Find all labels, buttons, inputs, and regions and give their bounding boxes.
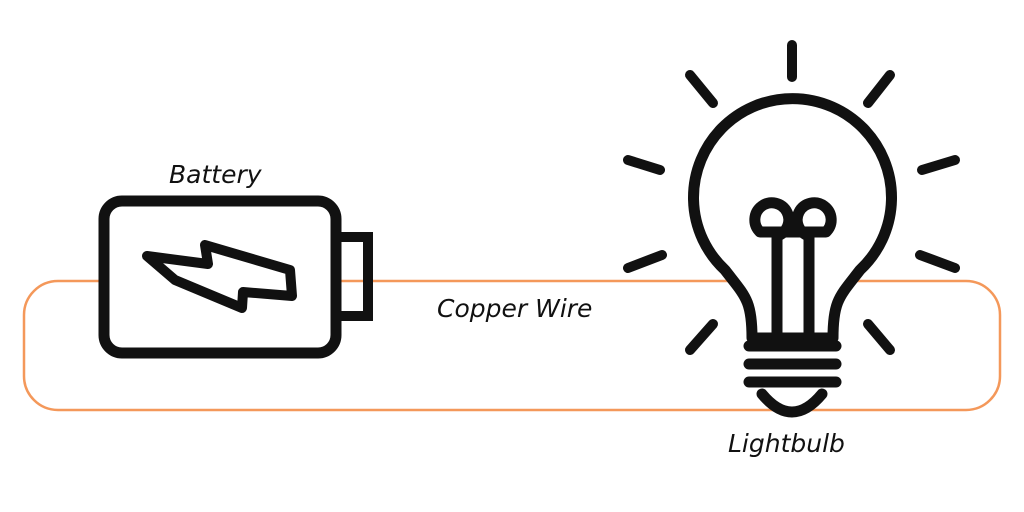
- battery-terminal: [331, 232, 373, 321]
- base-tip: [756, 388, 828, 418]
- ray-left-lower: [623, 250, 667, 273]
- battery-label: Battery: [169, 160, 262, 189]
- lightbulb-icon: [688, 93, 897, 418]
- ray-right-lower: [915, 250, 960, 273]
- bulb-base: [743, 340, 842, 418]
- battery-body: [98, 195, 342, 359]
- bulb-filament: [749, 197, 837, 344]
- lightbulb-label: Lightbulb: [728, 429, 845, 458]
- ray-upper-left: [685, 70, 718, 108]
- ray-lower-left: [685, 319, 718, 355]
- ray-left-upper: [623, 155, 665, 175]
- ray-lower-right: [863, 319, 895, 355]
- ray-upper-right: [863, 70, 895, 108]
- copper-wire-loop: [22, 279, 1002, 412]
- battery-icon: [98, 195, 373, 359]
- copper-wire-label: Copper Wire: [437, 294, 593, 323]
- lightning-bolt-icon: [142, 240, 297, 313]
- light-rays-icon: [623, 40, 960, 355]
- ray-right-upper: [917, 155, 960, 175]
